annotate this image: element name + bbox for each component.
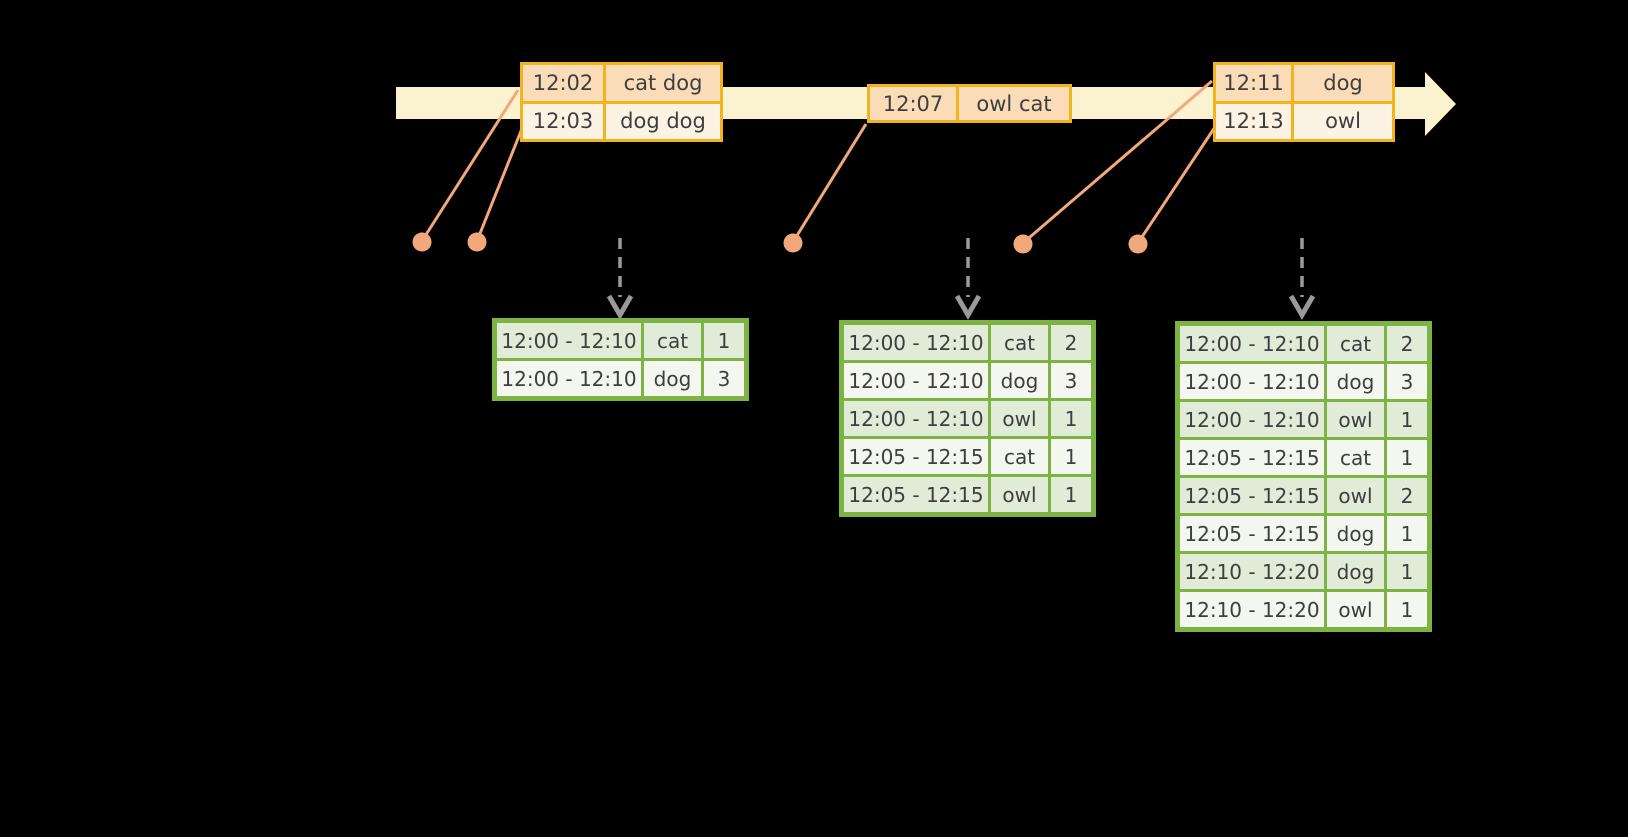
table-row: 12:05 - 12:15 dog 1 xyxy=(1180,516,1427,551)
count-cell: 1 xyxy=(1387,516,1427,551)
count-cell: 2 xyxy=(1387,326,1427,361)
event-row: 12:07 owl cat xyxy=(870,87,1069,120)
event-words-cell: owl xyxy=(1294,103,1392,139)
event-time-cell: 12:02 xyxy=(523,65,603,101)
event-words-cell: owl cat xyxy=(959,87,1069,120)
count-cell: 1 xyxy=(1387,554,1427,589)
result-table-3: 12:00 - 12:10 cat 2 12:00 - 12:10 dog 3 … xyxy=(1175,321,1432,632)
table-row: 12:05 - 12:15 owl 2 xyxy=(1180,478,1427,513)
window-cell: 12:10 - 12:20 xyxy=(1180,592,1324,627)
timeline-arrowhead-icon xyxy=(1425,72,1456,136)
table-row: 12:00 - 12:10 dog 3 xyxy=(844,363,1091,398)
word-cell: cat xyxy=(991,325,1048,360)
count-cell: 3 xyxy=(1051,363,1091,398)
table-row: 12:05 - 12:15 cat 1 xyxy=(1180,440,1427,475)
count-cell: 3 xyxy=(704,361,744,396)
event-dot-icon xyxy=(1128,234,1148,254)
window-cell: 12:05 - 12:15 xyxy=(844,439,988,474)
window-cell: 12:05 - 12:15 xyxy=(844,477,988,512)
table-row: 12:05 - 12:15 owl 1 xyxy=(844,477,1091,512)
event-dot-icon xyxy=(1013,234,1033,254)
table-row: 12:00 - 12:10 dog 3 xyxy=(1180,364,1427,399)
result-table-2: 12:00 - 12:10 cat 2 12:00 - 12:10 dog 3 … xyxy=(839,320,1096,517)
connector-line xyxy=(791,123,868,243)
word-cell: cat xyxy=(1327,326,1384,361)
trigger-arrowhead-icon xyxy=(1288,294,1316,320)
window-cell: 12:00 - 12:10 xyxy=(844,401,988,436)
count-cell: 1 xyxy=(1051,439,1091,474)
event-row: 12:02 cat dog xyxy=(523,65,720,101)
count-cell: 2 xyxy=(1051,325,1091,360)
event-row: 12:13 owl xyxy=(1216,103,1392,139)
count-cell: 3 xyxy=(1387,364,1427,399)
window-cell: 12:00 - 12:10 xyxy=(497,361,641,396)
result-table-1: 12:00 - 12:10 cat 1 12:00 - 12:10 dog 3 xyxy=(492,318,749,401)
event-row: 12:03 dog dog xyxy=(523,103,720,139)
event-words-cell: dog dog xyxy=(606,103,720,139)
connector-line xyxy=(475,125,525,242)
table-row: 12:10 - 12:20 dog 1 xyxy=(1180,554,1427,589)
connector-line xyxy=(1136,126,1217,244)
count-cell: 1 xyxy=(1387,402,1427,437)
word-cell: dog xyxy=(644,361,701,396)
table-row: 12:00 - 12:10 cat 2 xyxy=(844,325,1091,360)
word-cell: owl xyxy=(1327,478,1384,513)
event-words-cell: cat dog xyxy=(606,65,720,101)
event-time-cell: 12:11 xyxy=(1216,65,1291,101)
word-cell: dog xyxy=(1327,516,1384,551)
word-cell: dog xyxy=(1327,364,1384,399)
window-cell: 12:00 - 12:10 xyxy=(844,363,988,398)
count-cell: 1 xyxy=(1387,440,1427,475)
window-cell: 12:00 - 12:10 xyxy=(844,325,988,360)
window-cell: 12:00 - 12:10 xyxy=(1180,364,1324,399)
window-cell: 12:00 - 12:10 xyxy=(1180,326,1324,361)
event-words-cell: dog xyxy=(1294,65,1392,101)
event-dots xyxy=(412,232,1148,254)
event-dot-icon xyxy=(467,232,487,252)
count-cell: 1 xyxy=(704,323,744,358)
table-row: 12:05 - 12:15 cat 1 xyxy=(844,439,1091,474)
table-row: 12:00 - 12:10 dog 3 xyxy=(497,361,744,396)
event-dot-icon xyxy=(783,233,803,253)
event-table-2: 12:07 owl cat xyxy=(867,84,1072,123)
word-cell: cat xyxy=(991,439,1048,474)
table-row: 12:00 - 12:10 cat 1 xyxy=(497,323,744,358)
table-row: 12:00 - 12:10 owl 1 xyxy=(1180,402,1427,437)
window-cell: 12:05 - 12:15 xyxy=(1180,516,1324,551)
count-cell: 1 xyxy=(1051,401,1091,436)
event-dot-icon xyxy=(412,232,432,252)
event-table-3: 12:11 dog 12:13 owl xyxy=(1213,62,1395,142)
trigger-arrowhead-icon xyxy=(606,294,634,320)
count-cell: 1 xyxy=(1051,477,1091,512)
window-cell: 12:05 - 12:15 xyxy=(1180,478,1324,513)
word-cell: cat xyxy=(644,323,701,358)
table-row: 12:00 - 12:10 owl 1 xyxy=(844,401,1091,436)
table-row: 12:00 - 12:10 cat 2 xyxy=(1180,326,1427,361)
count-cell: 1 xyxy=(1387,592,1427,627)
event-time-cell: 12:07 xyxy=(870,87,956,120)
window-cell: 12:05 - 12:15 xyxy=(1180,440,1324,475)
word-cell: dog xyxy=(991,363,1048,398)
event-time-cell: 12:13 xyxy=(1216,103,1291,139)
window-cell: 12:10 - 12:20 xyxy=(1180,554,1324,589)
event-table-1: 12:02 cat dog 12:03 dog dog xyxy=(520,62,723,142)
event-row: 12:11 dog xyxy=(1216,65,1392,101)
window-cell: 12:00 - 12:10 xyxy=(497,323,641,358)
trigger-arrowhead-icon xyxy=(954,294,982,320)
trigger-arrows xyxy=(606,238,1316,320)
word-cell: owl xyxy=(1327,592,1384,627)
word-cell: owl xyxy=(991,401,1048,436)
word-cell: cat xyxy=(1327,440,1384,475)
count-cell: 2 xyxy=(1387,478,1427,513)
event-time-cell: 12:03 xyxy=(523,103,603,139)
table-row: 12:10 - 12:20 owl 1 xyxy=(1180,592,1427,627)
word-cell: owl xyxy=(991,477,1048,512)
word-cell: owl xyxy=(1327,402,1384,437)
word-cell: dog xyxy=(1327,554,1384,589)
window-cell: 12:00 - 12:10 xyxy=(1180,402,1324,437)
